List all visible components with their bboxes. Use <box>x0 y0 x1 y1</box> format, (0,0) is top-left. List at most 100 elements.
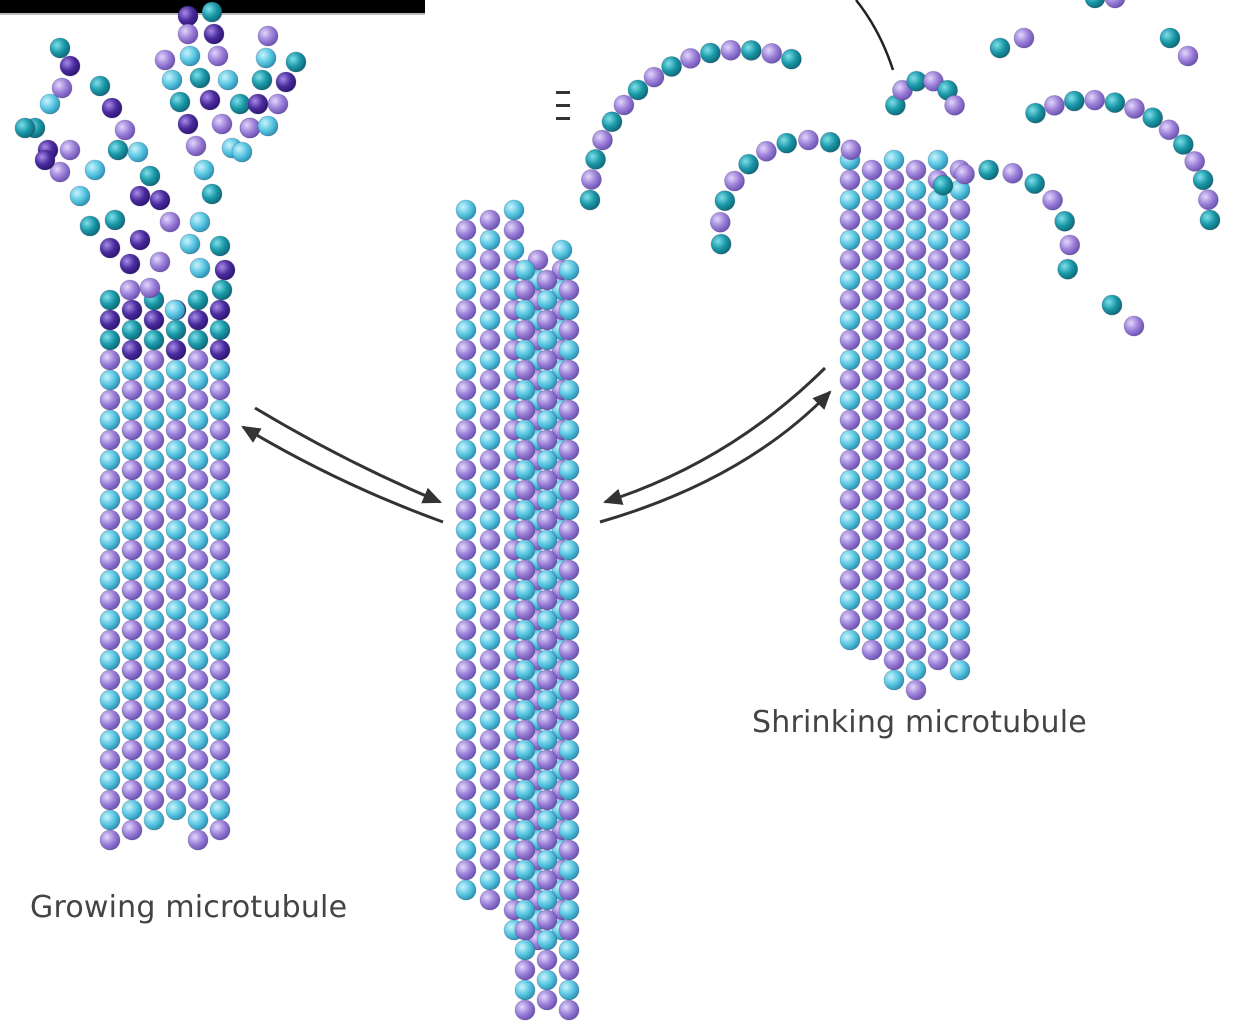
tubulin-subunit <box>950 200 970 220</box>
tubulin-subunit <box>928 450 948 470</box>
tubulin-subunit <box>456 420 476 440</box>
tubulin-subunit <box>456 800 476 820</box>
tubulin-subunit <box>188 450 208 470</box>
tubulin-subunit <box>210 580 230 600</box>
tubulin-subunit <box>188 430 208 450</box>
tubulin-subunit <box>559 540 579 560</box>
tubulin-subunit <box>906 320 926 340</box>
tubulin-subunit <box>715 191 735 211</box>
tubulin-subunit <box>188 530 208 550</box>
tubulin-subunit <box>35 150 55 170</box>
tubulin-subunit <box>884 530 904 550</box>
tubulin-subunit <box>504 200 524 220</box>
tubulin-subunit <box>906 520 926 540</box>
tubulin-subunit <box>862 280 882 300</box>
tubulin-subunit <box>537 710 557 730</box>
tubulin-subunit <box>840 590 860 610</box>
tubulin-subunit <box>950 500 970 520</box>
tubulin-subunit <box>559 900 579 920</box>
tubulin-subunit <box>210 520 230 540</box>
tubulin-subunit <box>559 860 579 880</box>
tubulin-subunit <box>906 680 926 700</box>
tubulin-subunit <box>515 540 535 560</box>
tubulin-subunit <box>256 48 276 68</box>
tubulin-subunit <box>840 350 860 370</box>
tubulin-subunit <box>950 620 970 640</box>
tubulin-subunit <box>862 260 882 280</box>
tubulin-subunit <box>456 620 476 640</box>
tubulin-subunit <box>180 234 200 254</box>
tubulin-subunit <box>166 740 186 760</box>
tubulin-subunit <box>215 260 235 280</box>
tubulin-subunit <box>144 550 164 570</box>
tubulin-subunit <box>210 340 230 360</box>
tubulin-subunit <box>537 610 557 630</box>
tubulin-subunit <box>210 540 230 560</box>
tubulin-subunit <box>258 26 278 46</box>
tubulin-subunit <box>559 320 579 340</box>
tubulin-subunit <box>120 280 140 300</box>
tubulin-subunit <box>188 550 208 570</box>
tubulin-subunit <box>480 230 500 250</box>
tubulin-subunit <box>1058 259 1078 279</box>
tubulin-subunit <box>840 290 860 310</box>
tubulin-subunit <box>559 700 579 720</box>
tubulin-subunit <box>559 280 579 300</box>
tubulin-subunit <box>204 24 224 44</box>
tubulin-subunit <box>559 1000 579 1020</box>
tubulin-subunit <box>840 390 860 410</box>
tubulin-subunit <box>122 580 142 600</box>
tubulin-subunit <box>537 990 557 1010</box>
tubulin-subunit <box>210 680 230 700</box>
tubulin-subunit <box>166 580 186 600</box>
tubulin-subunit <box>928 410 948 430</box>
tubulin-subunit <box>1125 99 1145 119</box>
tubulin-subunit <box>170 92 190 112</box>
tubulin-subunit <box>928 490 948 510</box>
tubulin-subunit <box>188 670 208 690</box>
tubulin-subunit <box>456 480 476 500</box>
tubulin-subunit <box>480 570 500 590</box>
tubulin-subunit <box>178 114 198 134</box>
tubulin-subunit <box>480 670 500 690</box>
tubulin-subunit <box>480 530 500 550</box>
tubulin-subunit <box>210 400 230 420</box>
tubulin-subunit <box>515 800 535 820</box>
tubulin-subunit <box>166 400 186 420</box>
tubulin-subunit <box>100 430 120 450</box>
tubulin-subunit <box>906 180 926 200</box>
tubulin-subunit <box>950 400 970 420</box>
tubulin-subunit <box>232 142 252 162</box>
tubulin-subunit <box>144 730 164 750</box>
tubulin-subunit <box>950 320 970 340</box>
tubulin-subunit <box>210 500 230 520</box>
tubulin-subunit <box>515 420 535 440</box>
tubulin-subunit <box>950 260 970 280</box>
tubulin-subunit <box>840 610 860 630</box>
tubulin-subunit <box>559 440 579 460</box>
tubulin-subunit <box>212 280 232 300</box>
tubulin-subunit <box>480 730 500 750</box>
tubulin-subunit <box>210 720 230 740</box>
tubulin-subunit <box>515 400 535 420</box>
tubulin-subunit <box>144 670 164 690</box>
tubulin-subunit <box>537 910 557 930</box>
tubulin-subunit <box>950 360 970 380</box>
tubulin-subunit <box>165 300 185 320</box>
tubulin-subunit <box>537 890 557 910</box>
tubulin-subunit <box>537 810 557 830</box>
tubulin-subunit <box>762 43 782 63</box>
tubulin-subunit <box>188 790 208 810</box>
tubulin-subunit <box>862 240 882 260</box>
tubulin-subunit <box>950 640 970 660</box>
tubulin-subunit <box>456 680 476 700</box>
tubulin-subunit <box>150 190 170 210</box>
tubulin-subunit <box>122 820 142 840</box>
tubulin-subunit <box>456 280 476 300</box>
tubulin-subunit <box>188 490 208 510</box>
tubulin-subunit <box>515 620 535 640</box>
tubulin-subunit <box>950 520 970 540</box>
tubulin-subunit <box>166 600 186 620</box>
tubulin-subunit <box>933 175 953 195</box>
tubulin-subunit <box>580 190 600 210</box>
